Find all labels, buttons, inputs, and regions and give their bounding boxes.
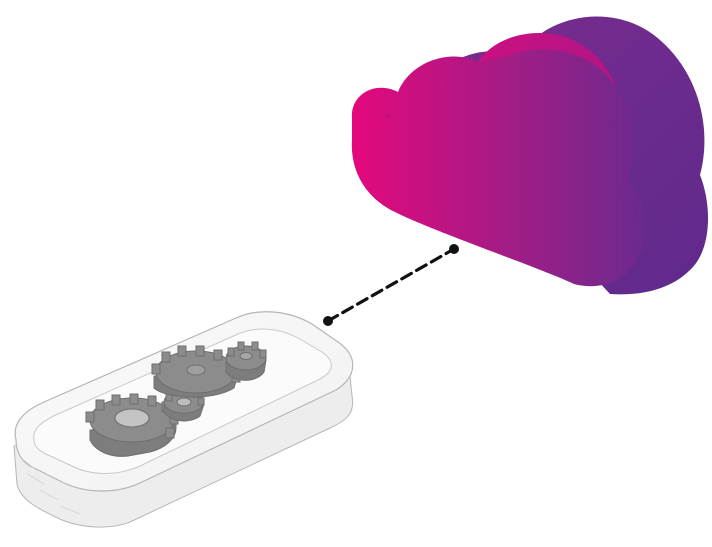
- cloud-top-highlight: [478, 32, 616, 88]
- connector-end-dot: [449, 244, 459, 254]
- cloud-rivet: [444, 83, 450, 89]
- cloud-ridge: [559, 59, 637, 269]
- gear-large-back: [151, 345, 241, 398]
- gears-icon: [85, 341, 267, 457]
- tray-shade: [23, 459, 81, 515]
- gear-small-back: [225, 341, 267, 381]
- device-tray-icon: [13, 311, 354, 528]
- connector-start-dot: [323, 316, 333, 326]
- cloud-rivet: [385, 113, 391, 119]
- gear-large: [85, 393, 179, 457]
- connector-line: [326, 247, 456, 323]
- cloud-front: [351, 32, 646, 287]
- dashed-connector-icon: [323, 244, 459, 326]
- cloud-icon: [351, 16, 709, 295]
